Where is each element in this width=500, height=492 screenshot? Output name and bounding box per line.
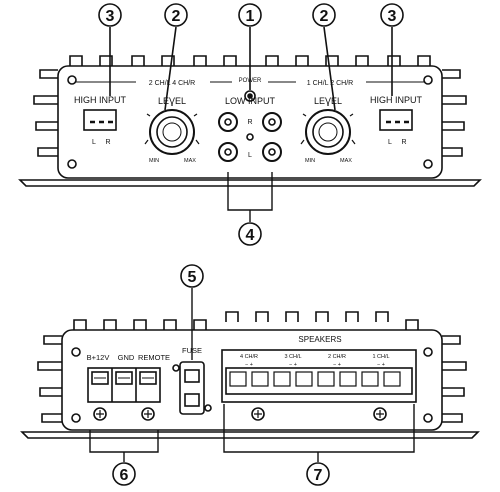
speaker-channel-3ch-l: 3 CH/L — [284, 354, 301, 360]
callout-number-3-right: 3 — [388, 8, 397, 25]
speaker-polarity-3ch: − + — [289, 362, 297, 368]
callout-circle-3-left — [98, 3, 122, 27]
callout-7-bracket — [223, 404, 415, 453]
callout-circle-3-right — [380, 3, 404, 27]
level-label-right: LEVEL — [314, 96, 342, 106]
callouts — [98, 3, 404, 486]
callout-6-bracket — [89, 430, 159, 453]
callout-number-1: 1 — [246, 8, 255, 25]
channel-label-left: 2 CH/L 4 CH/R — [149, 80, 195, 87]
high-input-left-l: L — [92, 139, 96, 146]
callout-circle-2-right — [312, 3, 336, 27]
front-heatsink-fins-top — [69, 55, 431, 66]
callout-circle-5 — [180, 264, 204, 288]
high-input-right-connector — [379, 109, 413, 131]
high-input-left-connector — [83, 109, 117, 131]
low-input-r-label: R — [247, 119, 252, 126]
power-terminal-block — [87, 367, 161, 421]
level-knob-left — [144, 103, 200, 155]
rear-faceplate — [61, 329, 443, 431]
speaker-polarity-4ch: − + — [245, 362, 253, 368]
terminal-label-remote: REMOTE — [138, 353, 170, 362]
speaker-channel-4ch-r: 4 CH/R — [240, 354, 258, 360]
callout-number-4: 4 — [246, 227, 255, 244]
terminal-label-gnd: GND — [118, 353, 135, 362]
front-heatsink-fins-right — [442, 69, 467, 157]
front-base — [18, 179, 482, 187]
terminal-label-b12v: B+12V — [87, 353, 110, 362]
fuse-holder — [172, 361, 212, 415]
rear-heatsink-fins-top — [73, 311, 419, 330]
low-input-label: LOW INPUT — [225, 96, 276, 106]
low-input-l-label: L — [248, 152, 252, 159]
power-led — [244, 90, 256, 102]
speaker-channel-2ch-r: 2 CH/R — [328, 354, 346, 360]
speaker-polarity-1ch: − + — [377, 362, 385, 368]
callout-number-5: 5 — [188, 269, 197, 286]
fuse-label: FUSE — [182, 346, 202, 355]
high-input-left-label: HIGH INPUT — [74, 95, 127, 105]
callout-circle-1 — [238, 3, 262, 27]
callout-circle-4 — [238, 222, 262, 246]
front-panel — [18, 55, 482, 222]
rear-base — [20, 431, 480, 439]
callout-number-7: 7 — [314, 467, 323, 484]
speaker-terminal-block — [221, 349, 417, 421]
high-input-left-r: R — [105, 139, 110, 146]
rear-corner-screws — [71, 347, 433, 423]
rear-heatsink-fins-left — [37, 335, 62, 423]
high-input-right-label: HIGH INPUT — [370, 95, 423, 105]
front-heatsink-fins-left — [33, 69, 58, 157]
callout-number-3-left: 3 — [106, 8, 115, 25]
high-input-right-r: R — [401, 139, 406, 146]
callout-number-2-left: 2 — [172, 8, 181, 25]
front-corner-screws — [67, 75, 433, 169]
low-input-rca-jacks — [218, 112, 282, 162]
rear-panel-labels: B+12V GND REMOTE FUSE SPEAKERS 4 CH/R 3 … — [87, 335, 390, 368]
callout-circle-7 — [306, 462, 330, 486]
level-min-left: MIN — [149, 158, 159, 164]
rear-heatsink-fins-right — [442, 335, 467, 423]
speaker-polarity-2ch: − + — [333, 362, 341, 368]
speakers-label: SPEAKERS — [298, 335, 341, 344]
level-max-right: MAX — [340, 158, 352, 164]
rear-panel — [20, 288, 480, 462]
callout-number-6: 6 — [120, 467, 129, 484]
speaker-channel-1ch-l: 1 CH/L — [372, 354, 389, 360]
level-knob-right — [300, 103, 356, 155]
level-max-left: MAX — [184, 158, 196, 164]
channel-label-right: 1 CH/L 2 CH/R — [307, 80, 353, 87]
high-input-right-l: L — [388, 139, 392, 146]
callout-numbers: 3 2 1 2 3 4 5 6 7 — [106, 8, 397, 484]
callout-circle-2-left — [164, 3, 188, 27]
callout-number-2-right: 2 — [320, 8, 329, 25]
callout-circle-6 — [112, 462, 136, 486]
level-min-right: MIN — [305, 158, 315, 164]
level-label-left: LEVEL — [158, 96, 186, 106]
